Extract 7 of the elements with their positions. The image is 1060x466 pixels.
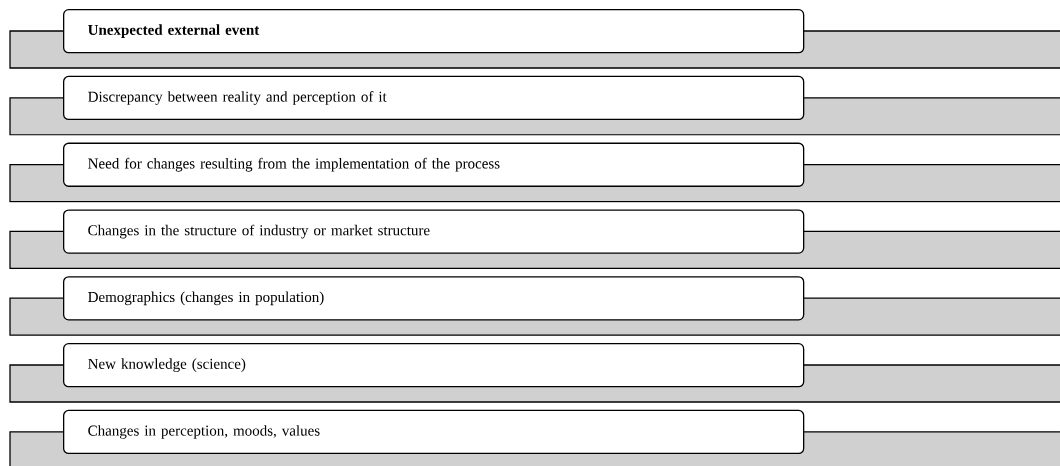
- text-box: Changes in the structure of industry or market structure: [63, 209, 805, 254]
- text-box: Changes in perception, moods, values: [63, 409, 805, 455]
- text-box: Demographics (changes in population): [63, 276, 805, 321]
- text-box: Need for changes resulting from the implementation of the process: [63, 142, 805, 187]
- text-box: Unexpected external event: [63, 9, 805, 54]
- text-box: Discrepancy between reality and perception of it: [63, 75, 805, 121]
- text-box: New knowledge (science): [63, 343, 805, 388]
